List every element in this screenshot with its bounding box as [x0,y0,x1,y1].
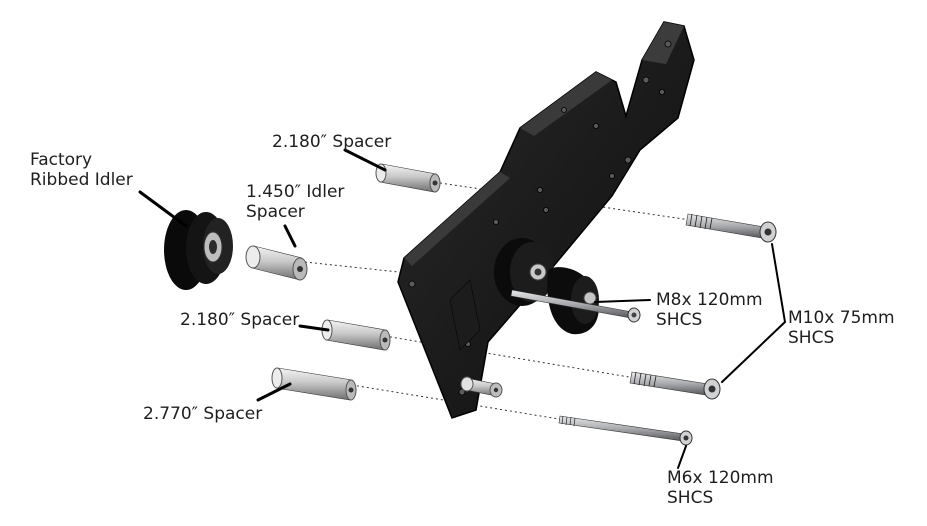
label-idler-spacer-line2: Spacer [246,202,305,222]
label-m10-screw: M10x 75mm SHCS [788,308,895,348]
m10-bolt-upper [685,213,777,243]
label-idler-spacer: 1.450″ Idler Spacer [246,182,344,222]
spacer-mid-part [321,319,391,351]
label-spacer-low: 2.770″ Spacer [143,404,263,424]
label-idler-spacer-line1: 1.450″ Idler [246,182,345,202]
idler-spacer-part [245,245,308,281]
m6-bolt [558,415,693,446]
factory-ribbed-idler [164,210,233,290]
mounted-idler [494,238,599,335]
label-m8-line2: SHCS [656,310,703,330]
label-m10-line2: SHCS [788,328,835,348]
m10-bolt-lower [629,371,721,400]
label-factory-line1: Factory [30,150,93,170]
label-m10-line1: M10x 75mm [788,308,895,328]
leader-lines [138,148,787,469]
label-factory-line2: Ribbed Idler [30,170,133,190]
spacer-low-part [271,367,357,401]
label-factory-ribbed-idler: Factory Ribbed Idler [30,150,133,190]
label-m8-screw: M8x 120mm SHCS [656,290,763,330]
label-spacer-mid: 2.180″ Spacer [180,310,300,330]
label-spacer-top: 2.180″ Spacer [272,132,392,152]
mounting-plate [397,21,695,419]
plate-stub-spacer [460,376,503,398]
spacer-top-part [375,163,441,193]
label-m6-screw: M6x 120mm SHCS [667,468,774,508]
label-m6-line1: M6x 120mm [667,468,774,488]
m8-bolt [510,289,641,323]
label-m8-line1: M8x 120mm [656,290,763,310]
label-m6-line2: SHCS [667,488,714,508]
